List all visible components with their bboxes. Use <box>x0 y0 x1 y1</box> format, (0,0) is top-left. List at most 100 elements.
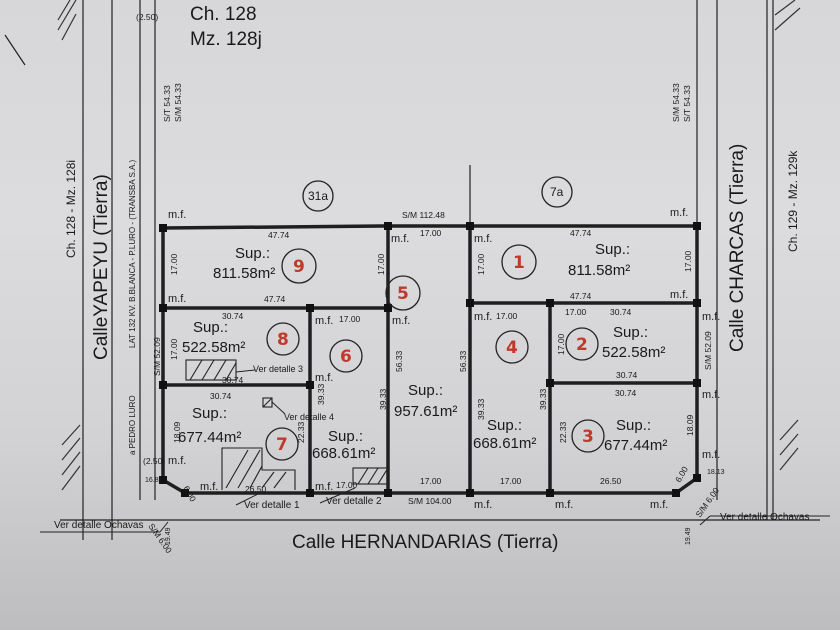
svg-text:811.58m²: 811.58m² <box>213 265 275 282</box>
street-charcas: Calle CHARCAS (Tierra) <box>727 144 748 352</box>
corner-markers <box>159 222 701 497</box>
lot-6: Sup.: 668.61m² 6 <box>312 347 375 462</box>
dim-2233-b: 22.33 <box>558 421 568 443</box>
dim-3074-a: 30.74 <box>222 311 244 321</box>
svg-text:m.f.: m.f. <box>670 289 688 301</box>
ochava-left-ref: Ver detalle Ochavas <box>54 520 144 531</box>
dim-1949-b: 19.49 <box>685 527 692 545</box>
dim-2650-left: 26.50 <box>245 484 267 494</box>
dim-1700-6: 17.00 <box>339 314 361 324</box>
top-offset: (2.50) <box>136 12 158 22</box>
svg-text:m.f.: m.f. <box>392 315 410 327</box>
svg-text:522.58m²: 522.58m² <box>182 339 245 356</box>
svg-text:m.f.: m.f. <box>315 481 333 493</box>
street-yapeyu: CalleYAPEYU (Tierra) <box>91 174 112 360</box>
svg-text:Sup.:: Sup.: <box>328 428 363 445</box>
block-ref-31a: 31a <box>308 189 328 203</box>
svg-text:668.61m²: 668.61m² <box>312 445 375 462</box>
chapter-label: Ch. 128 <box>190 4 257 25</box>
lot-number: 6 <box>340 347 352 367</box>
dim-sm-top: S/M 112.48 <box>402 210 445 220</box>
dim-5633-a: 56.33 <box>394 350 404 372</box>
dim-1809-b: 18.09 <box>685 414 695 436</box>
dim-1949-a: 19.49 <box>165 527 172 545</box>
dim-5633-b: 56.33 <box>458 350 468 372</box>
dim-1700-v2: 17.00 <box>556 333 566 355</box>
dim-1813: 18.13 <box>707 469 725 476</box>
dim-1700-4: 17.00 <box>496 311 518 321</box>
svg-text:Sup.:: Sup.: <box>613 324 648 341</box>
dim-4774-c: 47.74 <box>264 294 286 304</box>
dim-1700-v1r: 17.00 <box>683 250 693 272</box>
lot-boundaries <box>161 224 699 495</box>
lot-3: Sup.: 677.44m² 3 <box>582 417 667 454</box>
svg-text:m.f.: m.f. <box>670 207 688 219</box>
svg-text:m.f.: m.f. <box>474 499 492 511</box>
dim-1700-v8: 17.00 <box>169 338 179 360</box>
dim-1700-bot6: 17.00 <box>336 480 358 490</box>
svg-text:m.f.: m.f. <box>391 233 409 245</box>
dim-4774-b: 47.74 <box>570 228 592 238</box>
svg-text:m.f.: m.f. <box>474 233 492 245</box>
svg-text:m.f.: m.f. <box>702 449 720 461</box>
dim-2650-right: 26.50 <box>600 476 622 486</box>
dim-3074-b: 30.74 <box>222 375 244 385</box>
svg-text:m.f.: m.f. <box>555 499 573 511</box>
detail-1-ref: Ver detalle 1 <box>244 500 300 511</box>
dim-sm-right-52: S/M 52.09 <box>703 331 713 370</box>
dim-1700-top: 17.00 <box>420 228 442 238</box>
svg-text:m.f.: m.f. <box>650 499 668 511</box>
dim-3933-d: 39.33 <box>538 388 548 410</box>
svg-text:m.f.: m.f. <box>168 209 186 221</box>
svg-text:811.58m²: 811.58m² <box>568 262 630 279</box>
svg-text:677.44m²: 677.44m² <box>178 429 241 446</box>
svg-text:m.f.: m.f. <box>315 372 333 384</box>
dim-2233-a: 22.33 <box>296 421 306 443</box>
svg-text:Sup.:: Sup.: <box>487 417 522 434</box>
mf-labels: m.f. m.f. m.f. m.f. m.f. m.f. m.f. m.f. … <box>168 207 720 511</box>
lot-number: 2 <box>576 335 588 355</box>
dim-sm-left: S/M 54.33 <box>173 83 183 122</box>
lot-number: 9 <box>293 257 305 277</box>
svg-text:m.f.: m.f. <box>702 389 720 401</box>
svg-text:Sup.:: Sup.: <box>192 405 227 422</box>
dim-3933-c: 39.33 <box>476 398 486 420</box>
svg-text:Sup.:: Sup.: <box>408 382 443 399</box>
svg-text:Sup.:: Sup.: <box>616 417 651 434</box>
block-label: Mz. 128j <box>190 29 262 50</box>
lot-number: 8 <box>277 330 289 350</box>
lot-number: 5 <box>397 284 409 304</box>
leader-lines <box>40 369 830 533</box>
street-hernandarias: Calle HERNANDARIAS (Tierra) <box>292 532 558 553</box>
svg-text:m.f.: m.f. <box>200 481 218 493</box>
pedro-luro-label: a PEDRO LURO <box>128 395 137 455</box>
right-block-ref: Ch. 129 - Mz. 129k <box>786 150 800 252</box>
lot-1: Sup.: 811.58m² 1 <box>513 241 630 279</box>
svg-text:m.f.: m.f. <box>168 455 186 467</box>
svg-text:Sup.:: Sup.: <box>235 245 270 262</box>
dim-st-right: S/T 54.33 <box>682 85 692 122</box>
dim-4774-d: 47.74 <box>570 291 592 301</box>
lot-4: Sup.: 668.61m² 4 <box>473 338 536 452</box>
svg-text:m.f.: m.f. <box>474 311 492 323</box>
lot-7: Sup.: 677.44m² 7 <box>178 405 288 455</box>
building-hatches <box>185 359 390 490</box>
svg-text:Sup.:: Sup.: <box>193 319 228 336</box>
dim-600-b: 6.00 <box>673 464 690 484</box>
dim-3933-b: 39.33 <box>378 388 388 410</box>
dim-1809-a: 18.09 <box>172 421 182 443</box>
lot-2: Sup.: 522.58m² 2 <box>576 324 665 361</box>
dim-1700-2: 17.00 <box>565 307 587 317</box>
dim-sm600-right: S/M 6.00 <box>693 485 721 519</box>
detail-4-ref: Ver detalle 4 <box>284 412 334 422</box>
block-ref-7a: 7a <box>550 185 564 199</box>
detail-2-ref: Ver detalle 2 <box>326 496 382 507</box>
dim-3074-d: 30.74 <box>610 307 632 317</box>
ochava-right-ref: Ver detalle Ochavas <box>720 512 810 523</box>
dim-3074-f: 30.74 <box>615 388 637 398</box>
dim-1700-bot4: 17.00 <box>500 476 522 486</box>
svg-text:957.61m²: 957.61m² <box>394 403 457 420</box>
rail-line-label: LAT 132 KV. B.BLANCA - P.LURO - (TRANSBA… <box>128 159 137 348</box>
svg-text:m.f.: m.f. <box>702 311 720 323</box>
